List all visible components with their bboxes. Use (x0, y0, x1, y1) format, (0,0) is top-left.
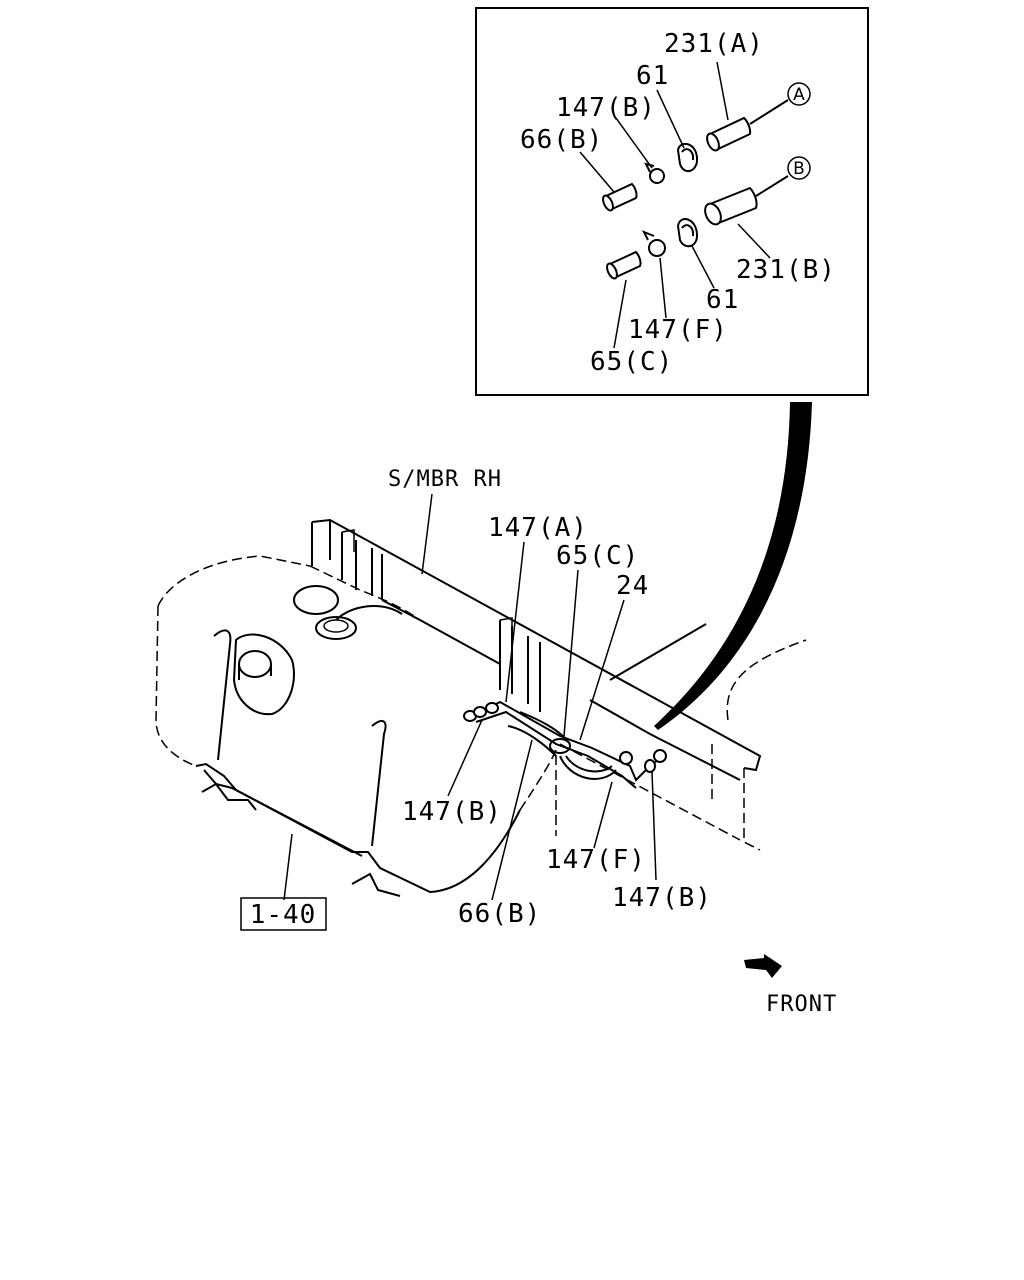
clamp-61-bottom (676, 218, 715, 289)
main-assembly: S/MBR RH 147(A) 65(C) 24 147(B) 147(F) 1… (155, 467, 837, 1017)
callout-24: 24 (616, 571, 649, 601)
callout-side-member-rh: S/MBR RH (388, 467, 502, 492)
callout-231b: 231(B) (736, 255, 836, 285)
pipe-231a (706, 61, 789, 152)
callout-61-bottom: 61 (706, 285, 739, 315)
callout-66b-inset: 66(B) (520, 125, 603, 155)
callout-65c-inset: 65(C) (590, 347, 673, 377)
callout-147a: 147(A) (488, 513, 588, 543)
callout-147f-inset: 147(F) (628, 315, 728, 345)
inset-frame (475, 7, 869, 396)
connector-b-marker: B (787, 156, 811, 180)
front-arrow-icon (744, 954, 782, 978)
callout-147b-right: 147(B) (612, 883, 712, 913)
connector-a-label: A (793, 85, 805, 105)
reference-label: 1-40 (250, 900, 317, 930)
fuel-pipe-routing (463, 700, 667, 789)
clamp-61-top (656, 89, 699, 173)
connector-a-marker: A (787, 82, 811, 106)
detail-pointer (654, 402, 812, 730)
front-label: FRONT (766, 992, 837, 1017)
clip-147b-inset (615, 117, 665, 184)
pipe-231b (704, 175, 789, 259)
front-direction-indicator: FRONT (744, 954, 837, 1017)
callout-66b: 66(B) (458, 899, 541, 929)
callout-147f: 147(F) (546, 845, 646, 875)
leader-lines (283, 493, 657, 901)
fuel-tank (155, 555, 557, 897)
callout-61-top: 61 (636, 61, 669, 91)
callout-147b-left: 147(B) (402, 797, 502, 827)
callout-65c: 65(C) (556, 541, 639, 571)
hose-66b-inset (579, 151, 638, 212)
connector-b-label: B (793, 159, 805, 179)
reference-box: 1-40 (240, 897, 327, 931)
callout-147b-inset: 147(B) (556, 93, 656, 123)
clip-147f-inset (641, 230, 667, 319)
detail-inset: A B 231(A) 61 147(B) 66(B) 231(B) 61 147… (475, 7, 869, 396)
hose-65c-inset (606, 250, 642, 349)
callout-231a: 231(A) (664, 29, 764, 59)
